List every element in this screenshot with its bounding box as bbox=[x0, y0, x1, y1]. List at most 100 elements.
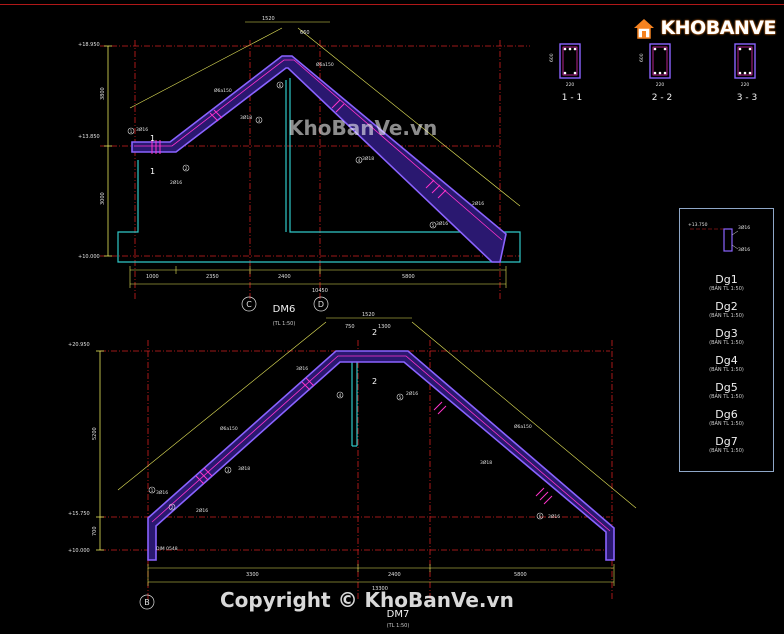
dm7-mark-1: 1 bbox=[151, 488, 154, 493]
dm7-rebar-label-6: 2Ø16 bbox=[406, 390, 418, 397]
dm7-axis-bubble bbox=[139, 594, 155, 610]
dm6-top-dim: 1520 bbox=[262, 16, 275, 22]
dm7-mark-5: 5 bbox=[399, 395, 402, 400]
dm6-level-dims bbox=[104, 45, 112, 257]
dm7-rebar-labels: 3Ø16 2Ø16 Ø6a150 3Ø18 3Ø16 2Ø16 3Ø18 Ø6a… bbox=[156, 365, 560, 552]
dm6-axis-left: C bbox=[246, 300, 252, 309]
dm6-mark-numbers: 1 2 3 4 5 6 bbox=[130, 83, 435, 228]
section-1-label: 1 - 1 bbox=[562, 93, 582, 103]
dm7-cut-2-bottom: 2 bbox=[372, 377, 377, 386]
legend-level: +13.750 bbox=[688, 222, 708, 228]
dm6-section-cuts: 1 1 bbox=[150, 134, 155, 176]
site-logo: KHOBANVE bbox=[632, 16, 776, 40]
dm7-mark-numbers: 1 2 3 4 5 6 bbox=[151, 393, 542, 519]
section-2-2: 220 600 2 - 2 bbox=[639, 43, 672, 103]
dm7-rebar-label-7: 3Ø18 bbox=[480, 459, 492, 466]
dm7-column bbox=[351, 362, 358, 447]
dm6-rebar-label-8: 2Ø16 bbox=[472, 200, 484, 207]
dm6-mark-3: 3 bbox=[258, 118, 261, 123]
dm7-rebar-label-1: 3Ø16 bbox=[156, 489, 168, 496]
dm7-level-2: +15.750 bbox=[68, 511, 90, 517]
section-2-height: 600 bbox=[639, 53, 645, 62]
dm6-rebar-label-2: 2Ø16 bbox=[170, 179, 182, 186]
dm6-scale: (TL 1:50) bbox=[273, 321, 296, 327]
dm7-slope-dims bbox=[117, 317, 637, 509]
watermark-center: KhoBanVe.vn bbox=[288, 116, 438, 140]
dm6-mark-bubbles bbox=[127, 81, 437, 229]
sheet-border-line bbox=[0, 4, 784, 5]
dm7-mark-6: 6 bbox=[539, 514, 542, 519]
dm6-column bbox=[117, 78, 521, 263]
dm6-bdim-2: 2350 bbox=[206, 274, 219, 280]
dm7-beam bbox=[147, 350, 615, 561]
legend-detail-svg: +13.750 3Ø16 3Ø16 bbox=[688, 222, 750, 253]
dm6-mark-4: 4 bbox=[358, 158, 361, 163]
dm6-axis-right: D bbox=[318, 300, 324, 309]
dm6-rebar-label-4: 3Ø18 bbox=[240, 114, 252, 121]
dm6-title: DM6 bbox=[273, 304, 296, 315]
dm6-rebar-label-3: Ø6a150 bbox=[214, 87, 232, 94]
cross-sections: 220 600 1 - 1 220 600 2 - 2 bbox=[549, 43, 757, 103]
section-3-3: 220 3 - 3 bbox=[734, 43, 757, 103]
dm6-vdim-1: 3800 bbox=[100, 87, 106, 100]
dm7-rebar-label-10: DIM 0548 bbox=[156, 546, 178, 552]
dm6-mark-6: 6 bbox=[279, 83, 282, 88]
legend-rebar-top: 3Ø16 bbox=[738, 224, 750, 231]
dm6-vdim-2: 3000 bbox=[100, 192, 106, 205]
dm6-bdim-3: 2400 bbox=[278, 274, 291, 280]
dm6-level-1: +18.950 bbox=[78, 42, 100, 48]
dm6-rebar-label-6: 3Ø18 bbox=[362, 155, 374, 162]
watermark-copyright: Copyright © KhoBanVe.vn bbox=[220, 588, 514, 612]
dm6-bottom-dimline bbox=[129, 266, 507, 288]
dm7-bottom-dimline bbox=[147, 564, 615, 586]
dm7-bdim-2: 2400 bbox=[388, 572, 401, 578]
dm6-cut-1-bottom: 1 bbox=[150, 167, 155, 176]
dm6-rebar-labels: 3Ø16 2Ø16 Ø6a150 3Ø18 Ø6a150 3Ø18 3Ø16 2… bbox=[136, 61, 484, 227]
dm7-title: DM7 bbox=[387, 609, 410, 620]
legend-item: Dg5 (BẢN TL 1:50) bbox=[680, 381, 773, 400]
dm6-frame: +18.950 +13.850 +10.000 3800 3000 bbox=[78, 16, 530, 327]
dm7-rebar-label-9: 3Ø16 bbox=[548, 513, 560, 520]
legend-item-name: Dg6 bbox=[715, 408, 738, 421]
dm6-top-dim-2: 660 bbox=[300, 30, 310, 36]
dm7-mark-3: 3 bbox=[227, 468, 230, 473]
legend-item-name: Dg2 bbox=[715, 300, 738, 313]
dm7-rebar-label-2: 2Ø16 bbox=[196, 507, 208, 514]
legend-item-scale: (BẢN TL 1:50) bbox=[709, 448, 744, 454]
dm7-mark-4: 4 bbox=[339, 393, 342, 398]
dm7-mark-bubbles bbox=[148, 391, 544, 520]
house-icon bbox=[634, 19, 655, 39]
dm7-scale: (TL 1:50) bbox=[387, 623, 410, 629]
dm7-cut-2-top: 2 bbox=[372, 328, 377, 337]
dm6-level-3: +10.000 bbox=[78, 254, 100, 260]
legend-item-name: Dg7 bbox=[715, 435, 738, 448]
legend-item-name: Dg4 bbox=[715, 354, 738, 367]
section-2-width: 220 bbox=[656, 82, 665, 88]
legend-item-scale: (BẢN TL 1:50) bbox=[709, 286, 744, 292]
legend-item-scale: (BẢN TL 1:50) bbox=[709, 340, 744, 346]
dm7-stirrup-hatch bbox=[195, 377, 553, 505]
legend-item-name: Dg5 bbox=[715, 381, 738, 394]
legend-panel: +13.750 3Ø16 3Ø16 Dg1 (BẢN TL 1:50) Dg2 … bbox=[679, 208, 774, 472]
dm7-top-dim-2: 750 bbox=[345, 324, 355, 330]
legend-item-scale: (BẢN TL 1:50) bbox=[709, 367, 744, 373]
dm7-bdim-3: 5800 bbox=[514, 572, 527, 578]
legend-item-scale: (BẢN TL 1:50) bbox=[709, 394, 744, 400]
section-3-width: 220 bbox=[741, 82, 750, 88]
dm6-beam bbox=[131, 55, 507, 263]
dm7-bdim-1: 3300 bbox=[246, 572, 259, 578]
dm6-rebar-label-5: Ø6a150 bbox=[316, 61, 334, 68]
dm6-mark-5: 5 bbox=[432, 223, 435, 228]
dm6-axis-bubbles bbox=[241, 296, 329, 312]
dm7-top-dim-3: 1300 bbox=[378, 324, 391, 330]
dm6-rebar-label-7: 3Ø16 bbox=[436, 220, 448, 227]
legend-item-scale: (BẢN TL 1:50) bbox=[709, 313, 744, 319]
dm6-stirrup-hatch bbox=[151, 99, 447, 199]
logo-brand-text: KHOBANVE bbox=[660, 17, 776, 39]
legend-rebar-bottom: 3Ø16 bbox=[738, 246, 750, 253]
dm7-section-cuts: 2 2 bbox=[372, 328, 377, 386]
dm7-frame: +20.950 +15.750 +10.000 5200 700 bbox=[68, 312, 637, 629]
dm6-bdim-total: 10450 bbox=[312, 288, 328, 294]
dm7-grid-lines bbox=[100, 340, 613, 600]
